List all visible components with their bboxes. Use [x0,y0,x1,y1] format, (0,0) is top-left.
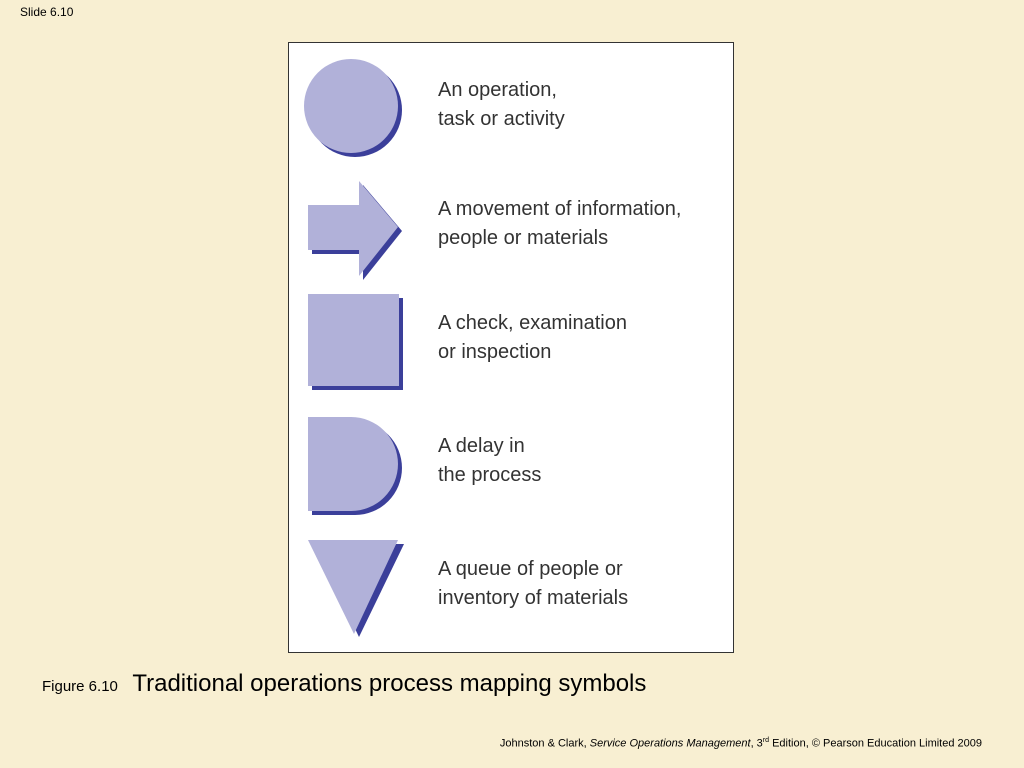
symbol-label-line: people or materials [438,227,609,249]
d-shape-icon [308,417,402,515]
symbols-figure: An operation, task or activity A movemen… [288,42,734,653]
figure-label: Figure 6.10 [42,678,118,695]
citation-publisher: Edition, © Pearson Education Limited 200… [769,737,982,750]
symbol-label-line: An operation, [438,79,557,101]
symbol-label-queue: A queue of people or inventory of materi… [438,555,628,613]
symbol-label-delay: A delay in the process [438,432,541,490]
symbol-label-line: A movement of information, [438,198,682,220]
symbol-label-movement: A movement of information, people or mat… [438,195,681,253]
citation-edition: , 3 [750,737,763,750]
symbol-label-line: inventory of materials [438,587,629,609]
figure-title: Traditional operations process mapping s… [132,670,647,697]
symbol-row-check: A check, examination or inspection [289,293,733,403]
symbol-label-check: A check, examination or inspection [438,309,627,367]
citation-authors: Johnston & Clark, [499,737,590,750]
citation: Johnston & Clark, Service Operations Man… [500,737,982,750]
triangle-icon [308,540,404,637]
symbol-label-line: A check, examination [438,312,627,334]
symbol-label-line: A queue of people or [438,558,623,580]
symbol-label-line: A delay in [438,435,525,457]
slide-number: Slide 6.10 [20,5,74,19]
symbol-label-line: the process [438,464,542,486]
symbol-label-operation: An operation, task or activity [438,76,565,134]
symbol-row-movement: A movement of information, people or mat… [289,177,733,287]
symbol-label-line: or inspection [438,341,552,363]
circle-icon [304,59,402,157]
arrow-icon [308,181,402,280]
symbol-row-queue: A queue of people or inventory of materi… [289,539,733,649]
figure-caption: Figure 6.10 Traditional operations proce… [42,670,646,698]
square-icon [308,294,403,390]
citation-edition-suffix: rd [762,737,770,744]
symbol-row-delay: A delay in the process [289,416,733,526]
symbol-row-operation: An operation, task or activity [289,58,733,168]
citation-book-title: Service Operations Management [589,737,751,750]
symbol-label-line: task or activity [438,108,565,130]
